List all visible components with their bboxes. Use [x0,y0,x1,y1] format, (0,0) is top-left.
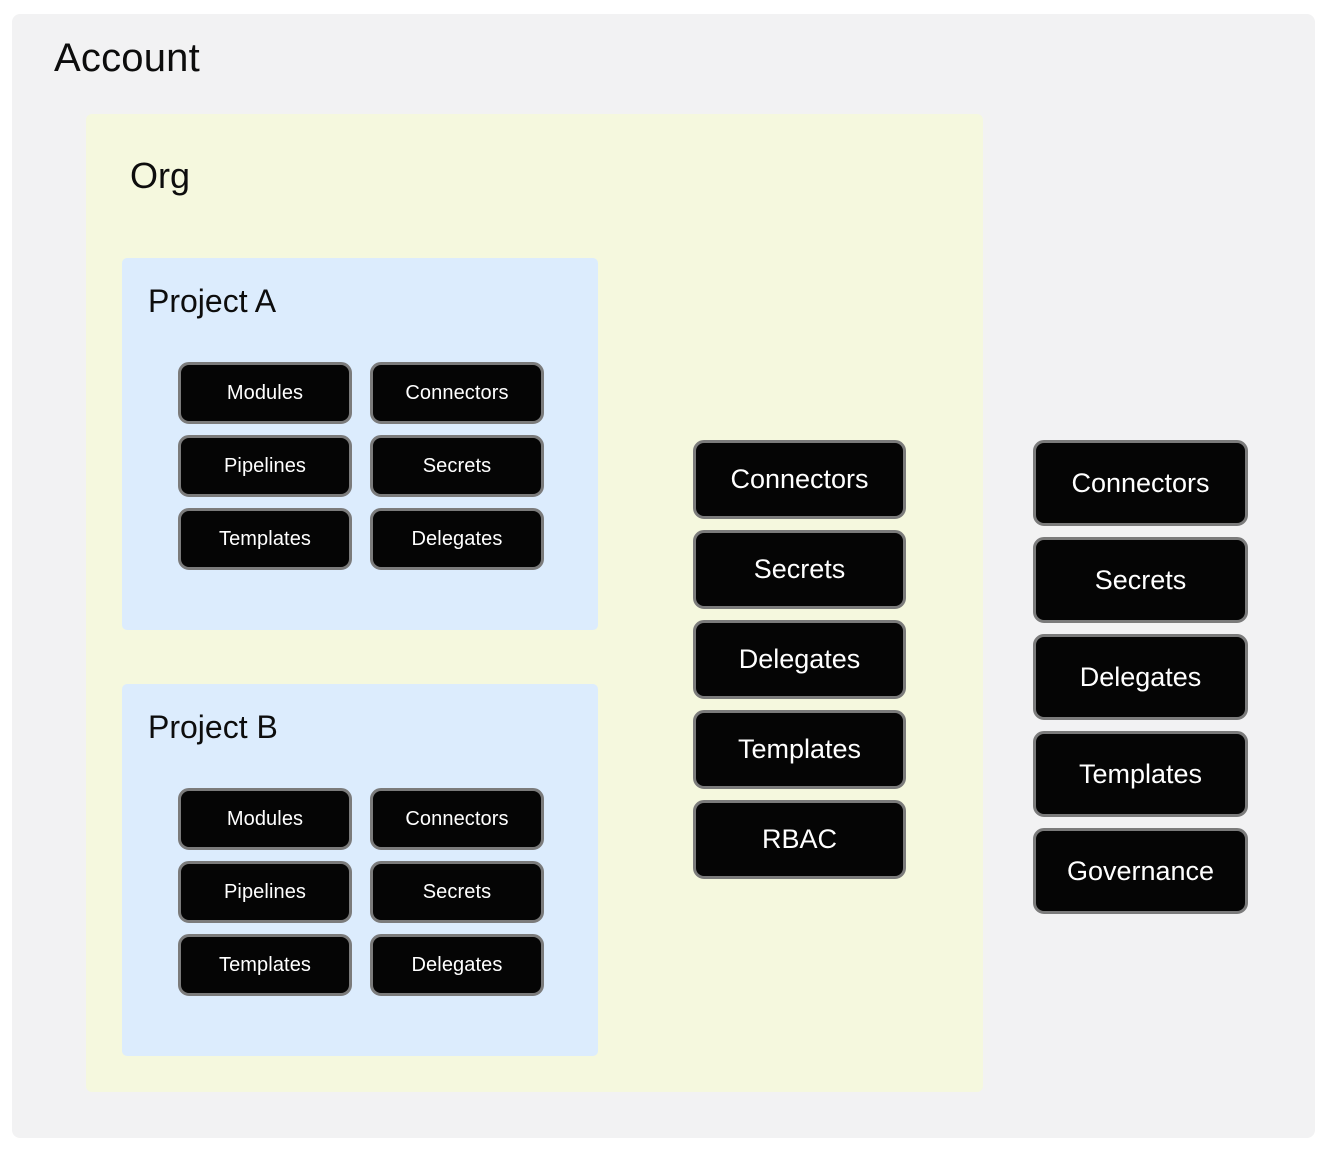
project-a-resource-button[interactable]: Connectors [370,362,544,424]
org-resource-list: Connectors Secrets Delegates Templates R… [693,440,906,879]
project-scope-container-a: Project A Modules Connectors Pipelines S… [122,258,598,630]
project-b-resource-button[interactable]: Connectors [370,788,544,850]
account-resource-button[interactable]: Templates [1033,731,1248,817]
project-scope-container-b: Project B Modules Connectors Pipelines S… [122,684,598,1056]
project-b-resource-button[interactable]: Modules [178,788,352,850]
org-resource-button[interactable]: Delegates [693,620,906,699]
project-title-a: Project A [148,283,277,319]
account-title: Account [54,36,200,80]
project-a-resource-button[interactable]: Modules [178,362,352,424]
account-resource-button[interactable]: Secrets [1033,537,1248,623]
account-resource-button[interactable]: Delegates [1033,634,1248,720]
account-scope-container: Account Org Project A Modules Connectors… [12,14,1315,1138]
account-resource-list: Connectors Secrets Delegates Templates G… [1033,440,1248,914]
project-a-resource-button[interactable]: Delegates [370,508,544,570]
org-resource-button[interactable]: Connectors [693,440,906,519]
project-b-resource-button[interactable]: Templates [178,934,352,996]
account-resource-button[interactable]: Connectors [1033,440,1248,526]
project-resource-grid-a: Modules Connectors Pipelines Secrets Tem… [178,362,544,570]
org-resource-button[interactable]: Templates [693,710,906,789]
project-resource-grid-b: Modules Connectors Pipelines Secrets Tem… [178,788,544,996]
project-a-resource-button[interactable]: Pipelines [178,435,352,497]
org-title: Org [130,155,191,196]
project-b-resource-button[interactable]: Secrets [370,861,544,923]
project-a-resource-button[interactable]: Secrets [370,435,544,497]
project-b-resource-button[interactable]: Pipelines [178,861,352,923]
project-b-resource-button[interactable]: Delegates [370,934,544,996]
org-scope-container: Org Project A Modules Connectors Pipelin… [86,114,983,1092]
account-resource-button[interactable]: Governance [1033,828,1248,914]
project-title-b: Project B [148,709,278,745]
org-resource-button[interactable]: Secrets [693,530,906,609]
project-a-resource-button[interactable]: Templates [178,508,352,570]
org-resource-button[interactable]: RBAC [693,800,906,879]
